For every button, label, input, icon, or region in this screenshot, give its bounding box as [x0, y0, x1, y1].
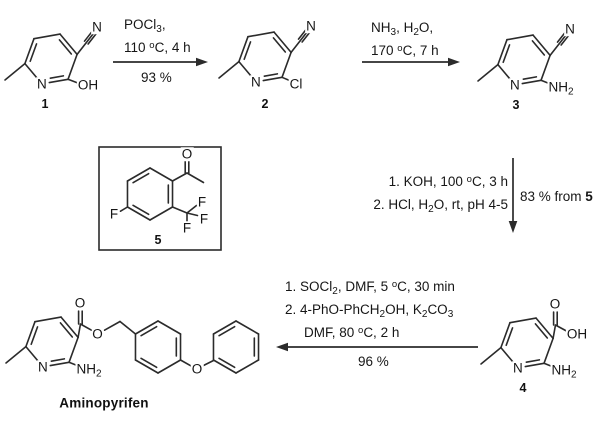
c5-carbonyl-oxygen-label: O — [180, 146, 194, 162]
arrow-step4-left — [276, 342, 478, 352]
c4-ring-nitrogen-label: N — [512, 360, 524, 376]
arrow-step1 — [113, 57, 208, 67]
c4-amine-label: NH2 — [550, 362, 578, 381]
apy-ring-nitrogen-label: N — [37, 359, 49, 375]
compound5-box — [98, 146, 222, 251]
step3-conditions: 1. KOH, 100 oC, 3 h 2. HCl, H2O, rt, pH … — [373, 170, 508, 216]
c1-number-label: 1 — [41, 97, 49, 111]
step1-reagent-line1: POCl3, — [124, 17, 166, 35]
c3-number-label: 3 — [512, 98, 520, 112]
step4-reagent-line1: 1. SOCl2, DMF, 5 oC, 30 min — [285, 279, 455, 297]
apy-carbonyl-oxygen-label: O — [73, 295, 87, 311]
c4-carbonyl-oxygen-label: O — [548, 295, 562, 311]
c1-ring-nitrogen-label: N — [36, 76, 48, 92]
arrow-step2 — [362, 57, 460, 67]
apy-ether-oxygen-label: O — [190, 361, 204, 377]
step3-yield: 83 % from 5 — [520, 189, 593, 204]
step4-reagent-line3: DMF, 80 oC, 2 h — [304, 325, 400, 340]
c2-chloride-label: Cl — [288, 76, 304, 92]
step1-conditions: POCl3, 110 oC, 4 h — [124, 13, 191, 59]
step1-yield: 93 % — [141, 70, 172, 85]
apy-ester-oxygen-label: O — [91, 325, 104, 341]
aminopyrifen-name-label: Aminopyrifen — [59, 395, 149, 411]
step2-reagent-line1: NH3, H2O, — [371, 20, 434, 38]
c3-amine-label: NH2 — [547, 78, 575, 97]
c3-ring-nitrogen-label: N — [509, 77, 521, 93]
c2-number-label: 2 — [261, 97, 269, 111]
c1-hydroxyl-label: OH — [76, 76, 100, 92]
c4-number-label: 4 — [519, 381, 527, 395]
c5-cf3-fluorine1-label: F — [196, 193, 208, 209]
arrow-step3-down — [508, 158, 518, 233]
step3-reagent-line2: 2. HCl, H2O, rt, pH 4-5 — [373, 197, 508, 215]
step1-reagent-line2: 110 oC, 4 h — [124, 40, 191, 55]
step4-reagent-line2: 2. 4-PhO-PhCH2OH, K2CO3 — [285, 302, 454, 320]
c2-nitrile-nitrogen-label: N — [305, 18, 317, 34]
c2-ring-nitrogen-label: N — [250, 74, 262, 90]
apy-amine-label: NH2 — [75, 361, 103, 380]
step4-yield: 96 % — [358, 354, 389, 369]
c5-aryl-fluorine-label: F — [108, 206, 120, 222]
c1-nitrile-nitrogen-label: N — [91, 19, 103, 35]
c5-number-label: 5 — [154, 233, 162, 247]
step3-reagent-line1: 1. KOH, 100 oC, 3 h — [388, 174, 508, 189]
step2-conditions: NH3, H2O, 170 oC, 7 h — [371, 16, 439, 62]
c5-cf3-fluorine2-label: F — [198, 210, 210, 226]
c4-hydroxyl-label: OH — [565, 326, 589, 342]
step4-conditions: 1. SOCl2, DMF, 5 oC, 30 min 2. 4-PhO-PhC… — [285, 275, 455, 344]
step2-reagent-line2: 170 oC, 7 h — [371, 43, 439, 58]
c5-cf3-fluorine3-label: F — [181, 220, 193, 236]
c3-nitrile-nitrogen-label: N — [564, 21, 576, 37]
